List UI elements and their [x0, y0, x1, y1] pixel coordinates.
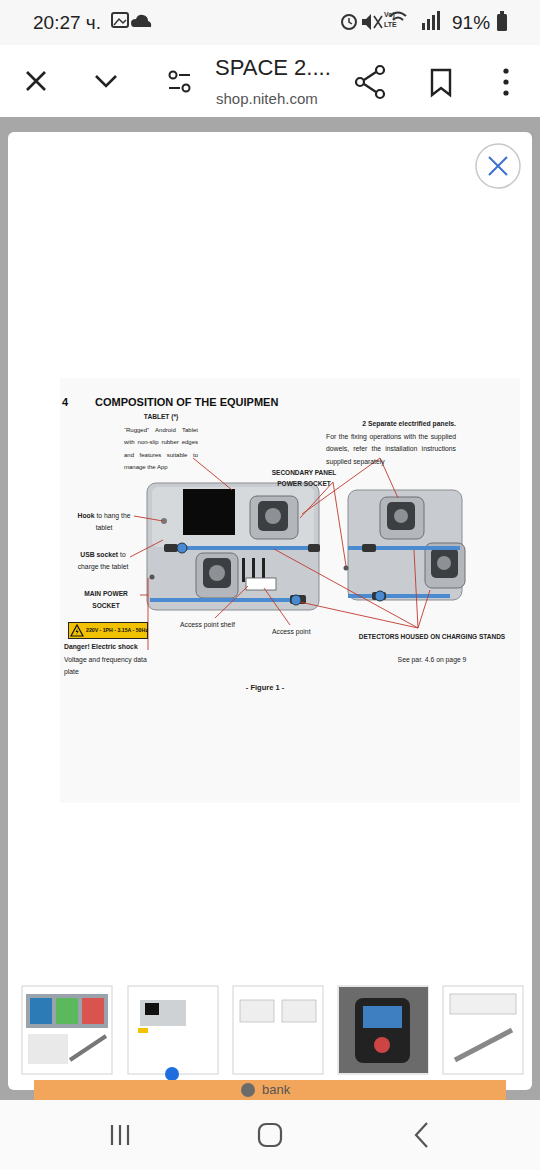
status-volte: Vo) — [384, 11, 395, 18]
callout-text: “Rugged” Android Tablet with non-slip ru… — [124, 427, 198, 470]
status-time: 20:27 ч. — [33, 12, 101, 33]
plate-text: 220V - 1PH - 3.15A - 50Hz — [86, 627, 148, 634]
label-box: SPACE 2.... — [215, 55, 331, 81]
label-box: 2 Separate electrified panels. — [326, 418, 456, 429]
battery-percent: 91% — [452, 12, 490, 33]
callout-text: Voltage and frequency data plate — [64, 656, 147, 675]
callout-text: For the fixing operations with the suppl… — [326, 433, 456, 465]
callout-label: Access point — [272, 628, 311, 635]
callout-label: to hang the tablet — [96, 512, 131, 531]
callout-label: Access point shelf — [180, 621, 235, 628]
label-box: Access point — [272, 627, 311, 637]
page-title: SPACE 2.... — [215, 55, 331, 80]
callout-label: SECONDARY PANEL POWER SOCKET — [272, 469, 337, 487]
label-box: 91% — [452, 12, 490, 34]
label-box: DETECTORS HOUSED ON CHARGING STANDS — [352, 631, 512, 643]
partial-banner-text: bank — [262, 1082, 290, 1097]
label-box: “Rugged” Android Tablet with non-slip ru… — [124, 424, 198, 473]
label-box: 20:27 ч. — [33, 12, 101, 34]
reference-note: See par. 4.6 on page 9 — [398, 656, 467, 663]
label-box: LTE — [384, 20, 397, 29]
warning-text: Danger! Electric shock — [64, 643, 138, 650]
warning-plate: 220V - 1PH - 3.15A - 50Hz — [68, 622, 148, 639]
label-box: See par. 4.6 on page 9 — [352, 655, 512, 665]
label-box: TABLET (*) — [126, 412, 196, 422]
section-number: 4 — [62, 396, 68, 408]
label-box: Access point shelf — [180, 620, 235, 630]
page-url: shop.niteh.com — [216, 90, 318, 107]
callout-heading: TABLET (*) — [144, 413, 178, 420]
section-title: COMPOSITION OF THE EQUIPMEN — [95, 395, 278, 409]
label-box: MAIN POWER SOCKET — [78, 588, 134, 611]
warning-triangle — [70, 624, 84, 637]
label-box: Hookto hang the tablet — [70, 510, 138, 534]
label-box: Vo) — [384, 10, 395, 19]
callout-label: DETECTORS HOUSED ON CHARGING STANDS — [359, 633, 505, 640]
callout-label: MAIN POWER SOCKET — [84, 590, 128, 609]
callout-label: Hook — [78, 512, 95, 519]
figure-caption: - Figure 1 - — [200, 683, 330, 692]
status-lte: LTE — [384, 21, 397, 28]
label-box: 4 — [62, 395, 68, 409]
label-box: Danger! Electric shock — [64, 642, 138, 652]
callout-heading: 2 Separate electrified panels. — [362, 420, 456, 427]
label-box: shop.niteh.com — [216, 90, 318, 108]
label-box: Voltage and frequency data plate — [64, 654, 154, 677]
label-box: SECONDARY PANEL POWER SOCKET — [270, 467, 338, 489]
callout-label: USB socket — [80, 551, 118, 558]
label-box: USB socketto charge the tablet — [70, 549, 136, 573]
label-box: bank — [262, 1082, 290, 1097]
label-box: For the fixing operations with the suppl… — [326, 431, 456, 468]
